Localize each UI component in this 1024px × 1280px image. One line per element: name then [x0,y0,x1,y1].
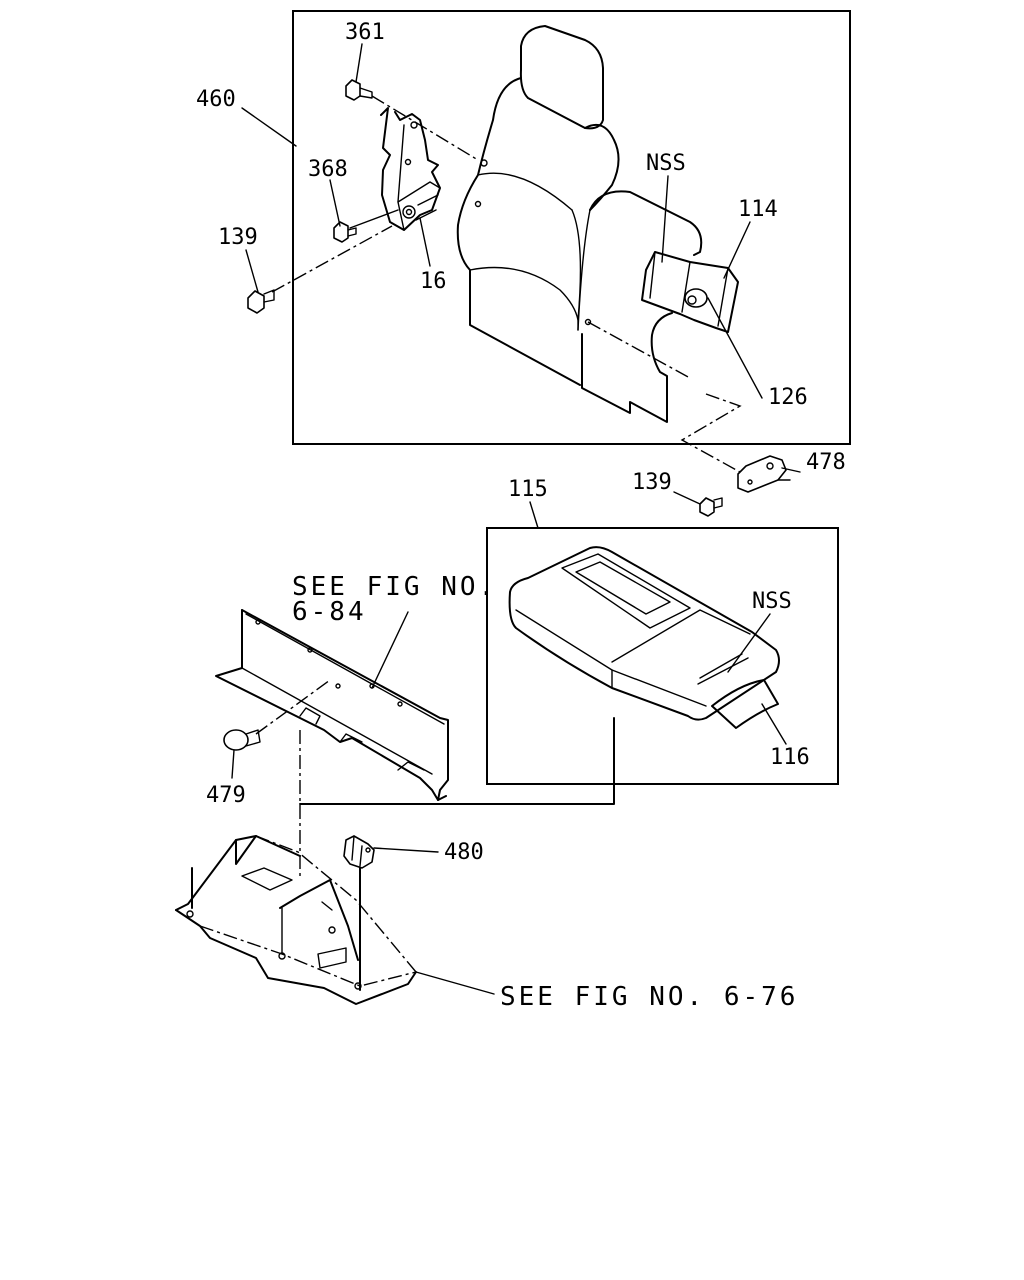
bracket-480-drawing [343,835,375,869]
seat-cushion-assembly-frame [486,527,839,785]
leader-479 [231,749,235,779]
bolt-139-top-drawing [247,289,275,314]
callout-126: 126 [768,385,808,410]
leader-114 [723,221,751,279]
leader-see-fig-76 [415,971,495,995]
seat-back-assembly-frame [292,10,851,445]
leader-139-bottom [673,491,701,505]
plug-126-drawing [684,288,708,308]
connector-cushion-floor [299,717,615,805]
mount-line-361 [371,95,479,161]
bracket-panel-drawing [215,609,449,801]
bolt-368-drawing [333,221,357,243]
leader-nss-bottom [727,613,771,673]
clip-479-drawing [223,729,261,751]
leader-nss-top [661,175,669,263]
callout-115: 115 [508,477,548,502]
leader-16 [419,217,431,267]
mount-line-139 [271,225,393,293]
leader-480 [373,847,439,853]
bolt-361-drawing [345,79,373,101]
floor-panel-drawing [175,835,417,1005]
callout-116: 116 [770,745,810,770]
connector-126-478 [680,393,742,473]
callout-139-bottom: 139 [632,470,672,495]
see-fig-76: SEE FIG NO. 6-76 [500,982,798,1012]
seat-back-drawing [456,25,739,423]
callout-460: 460 [196,87,236,112]
callout-nss-bottom: NSS [752,589,792,614]
leader-460 [241,107,297,147]
bolt-139-bottom-drawing [699,497,723,517]
callout-139-top: 139 [218,225,258,250]
callout-368: 368 [308,157,348,182]
mount-line-368 [349,209,399,229]
hinge-bracket-drawing [380,107,441,231]
leader-139-top [245,249,259,293]
see-fig-84-line2: 6-84 [292,597,367,627]
callout-114: 114 [738,197,778,222]
callout-480: 480 [444,840,484,865]
seat-cushion-drawing [508,546,780,729]
callout-361: 361 [345,20,385,45]
callout-16: 16 [420,269,447,294]
bracket-478-drawing [737,455,791,493]
callout-478: 478 [806,450,846,475]
callout-479: 479 [206,783,246,808]
leader-368 [329,179,341,227]
see-fig-84-line1: SEE FIG NO. [292,572,497,602]
leader-478 [781,467,801,473]
leader-115 [529,501,539,529]
leader-361 [355,43,363,83]
leader-see-fig-84 [371,611,409,689]
leader-126 [707,297,763,399]
leader-116 [761,703,787,745]
callout-nss-top: NSS [646,151,686,176]
mount-line-479 [255,679,331,735]
